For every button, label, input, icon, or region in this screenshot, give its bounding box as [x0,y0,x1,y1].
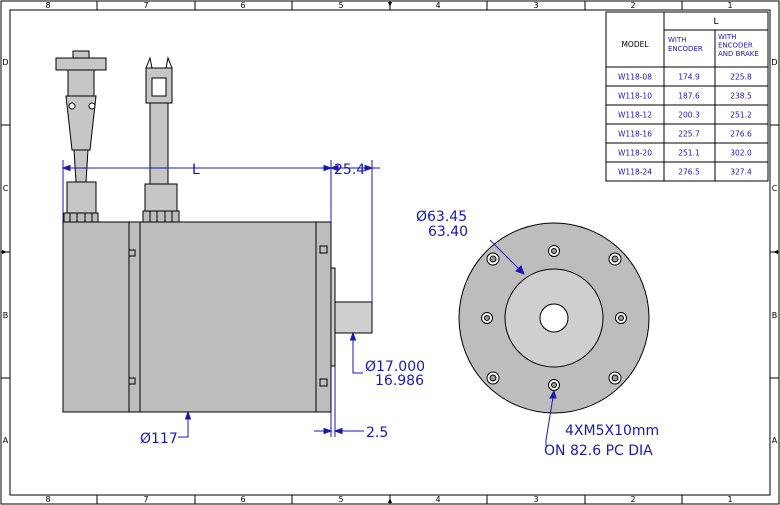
zone-row-label: A [772,436,778,445]
zone-col-label: 8 [45,1,50,10]
zone-col-label: 2 [630,1,635,10]
pilot-diameter-min: 63.40 [428,224,468,240]
motor-side-view [55,50,373,413]
zone-col-label: 4 [435,1,440,10]
table-cell-brake: 327.4 [730,168,752,177]
pilot-flange [330,267,336,367]
zone-row-label: D [771,58,777,67]
table-cell-model: W118-08 [618,73,652,82]
zone-row-label: A [3,436,9,445]
table-cell-model: W118-24 [618,168,652,177]
table-header-encoder-brake: WITH ENCODER AND BRAKE [718,33,759,58]
table-cell-brake: 225.8 [730,73,752,82]
table-cell-brake: 302.0 [730,149,752,158]
zone-col-label: 6 [240,1,245,10]
encoder-connector [55,50,107,223]
length-table: L MODEL WITH ENCODER WITH ENCODER AND BR… [605,11,769,182]
zone-col-label: 1 [727,495,732,504]
zone-col-label: 4 [435,495,440,504]
shaft-diameter-max: Ø17.000 [365,359,425,375]
table-cell-brake: 276.6 [730,130,752,139]
table-cell-encoder: 174.9 [678,73,700,82]
table-cell-model: W118-20 [618,149,652,158]
zone-col-label: 5 [338,495,343,504]
body-diameter-dimension: Ø117 [140,431,178,447]
shaft-diameter-min: 16.986 [375,373,424,389]
zone-col-label: 1 [727,1,732,10]
table-cell-encoder: 200.3 [678,111,700,120]
zone-row-label: C [3,184,9,193]
side-view-dimensions [61,160,380,438]
right-center-mark [773,250,778,254]
zone-row-label: B [772,311,778,320]
table-header-model: MODEL [621,40,649,49]
table-cell-encoder: 251.1 [678,149,700,158]
hole-callout: 4XM5X10mm [565,423,659,439]
table-cell-encoder: 276.5 [678,168,700,177]
zone-col-label: 8 [45,495,50,504]
power-connector [142,56,180,223]
zone-col-label: 6 [240,495,245,504]
bottom-center-mark [388,498,392,503]
length-dimension: L [192,162,200,178]
flange-gap-dimension: 2.5 [366,425,388,441]
zone-row-label: B [3,311,9,320]
table-cell-encoder: 225.7 [678,130,700,139]
motor-body [62,221,332,413]
shaft-circle [539,303,569,333]
table-cell-brake: 251.2 [730,111,752,120]
zone-col-label: 3 [533,1,538,10]
zone-col-label: 5 [338,1,343,10]
flange-length-dimension: 25.4 [334,162,365,178]
zone-row-label: C [772,184,778,193]
table-header-encoder: WITH ENCODER [668,36,703,53]
table-cell-encoder: 187.6 [678,92,700,101]
table-cell-model: W118-12 [618,111,652,120]
motor-front-view [458,222,650,414]
table-cell-model: W118-16 [618,130,652,139]
pilot-diameter-max: Ø63.45 [416,209,467,225]
zone-col-label: 2 [630,495,635,504]
mounting-holes [486,252,622,385]
zone-row-label: D [2,58,8,67]
left-center-mark [2,250,7,254]
zone-col-label: 3 [533,495,538,504]
table-header-l: L [713,17,718,27]
zone-col-label: 7 [143,1,148,10]
motor-shaft [334,301,373,334]
table-cell-model: W118-10 [618,92,652,101]
front-view-dimensions [489,239,557,446]
zone-col-label: 7 [143,495,148,504]
top-center-mark [388,2,392,7]
bolt-circle-callout: ON 82.6 PC DIA [544,443,653,459]
table-cell-brake: 238.5 [730,92,752,101]
